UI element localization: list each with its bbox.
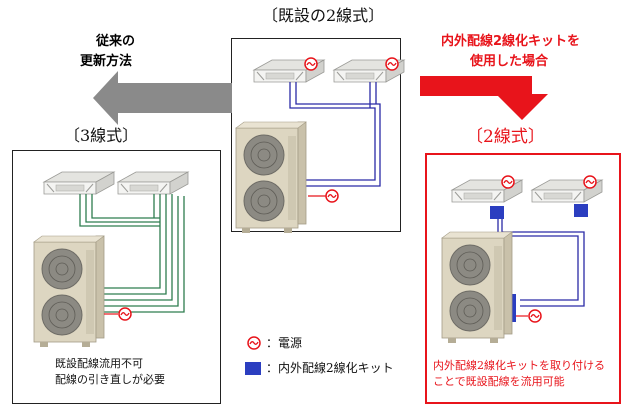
left-title: 〔3線式〕 (64, 126, 139, 145)
center-outdoor-unit (235, 121, 307, 234)
right-title: 〔2線式〕 (466, 127, 545, 147)
left-indoor-unit-2 (117, 171, 189, 195)
right-wires (497, 218, 585, 307)
legend-power-label: ：電源 (266, 336, 303, 350)
right-power-1 (501, 175, 515, 189)
right-caption-1: 内外配線2線化キットを取り付ける (433, 359, 605, 372)
left-indoor-unit-1 (43, 171, 115, 195)
center-title: 〔既設の2線式〕 (262, 6, 385, 25)
left-gray-arrow (93, 71, 232, 125)
left-power (118, 307, 132, 321)
wiring-kit-icon (245, 362, 261, 375)
right-power-3 (528, 309, 542, 323)
center-power-2 (385, 57, 399, 71)
right-outdoor-unit (441, 231, 513, 344)
right-kit-2 (574, 204, 588, 217)
left-arrow-label-1: 従来の (96, 34, 136, 49)
right-caption-2: ことで既設配線を流用可能 (433, 375, 565, 388)
left-outdoor-unit (33, 235, 105, 348)
legend-kit-label: ：内外配線2線化キット (266, 361, 394, 375)
left-arrow-label-2: 更新方法 (80, 54, 133, 69)
left-caption-1: 既設配線流用不可 (55, 357, 143, 370)
center-power-3 (325, 189, 339, 203)
right-red-arrow (420, 76, 548, 120)
right-arrow-label-2: 使用した場合 (470, 54, 549, 69)
center-power-1 (304, 57, 318, 71)
right-kit-1 (490, 206, 504, 219)
right-arrow-label-1: 内外配線2線化キットを (441, 34, 581, 49)
power-source-icon (247, 336, 261, 350)
left-caption-2: 配線の引き直しが必要 (55, 373, 165, 386)
center-wires (289, 82, 381, 187)
right-power-2 (583, 175, 597, 189)
left-wires (79, 194, 185, 313)
